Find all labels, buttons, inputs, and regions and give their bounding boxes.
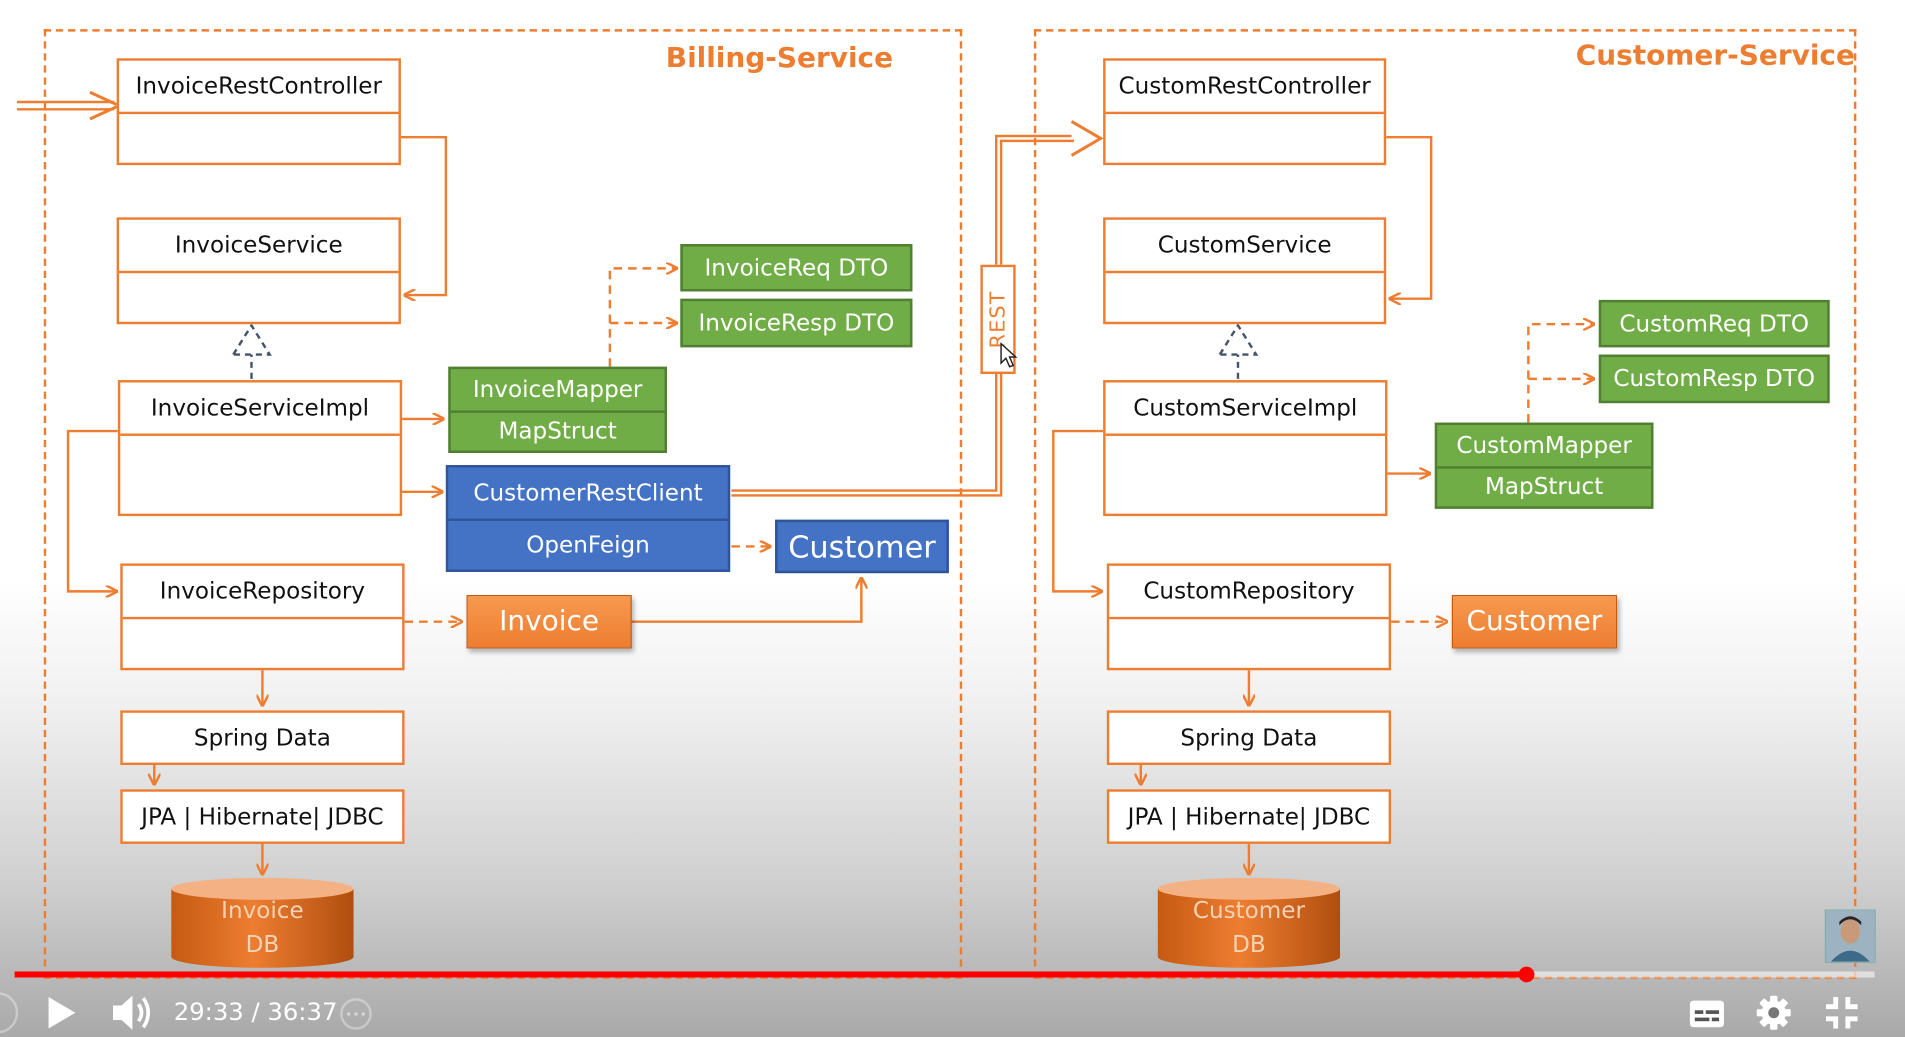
invoice-db-cylinder-icon [171,877,354,968]
custom-req-dto: CustomReq DTO [1598,299,1830,348]
video-progress-scrubber[interactable] [1518,966,1535,983]
custom-repository: CustomRepository [1106,563,1392,671]
invoice-db: Invoice DB [170,877,355,969]
invoice-db-label-2: DB [245,931,280,959]
invoice-service-impl-label: InvoiceServiceImpl [120,383,400,436]
billing-jpa-hibernate-jdbc: JPA | Hibernate| JDBC [120,789,405,844]
video-progress-bar[interactable] [14,966,1875,983]
customer-db: Customer DB [1157,877,1342,969]
customer-model: Customer [775,519,949,574]
customer-rest-client-label: CustomerRestClient [473,479,703,507]
invoice-rest-controller: InvoiceRestController [116,58,401,166]
custom-service-impl-label: CustomServiceImpl [1105,383,1385,436]
customer-service-frame [1033,29,1857,979]
invoice-entity: Invoice [466,595,632,649]
customer-db-cylinder-icon [1157,877,1341,968]
custom-mapper-label: CustomMapper [1456,431,1632,459]
custom-rest-controller-label: CustomRestController [1105,61,1384,115]
invoice-service: InvoiceService [116,217,401,325]
custom-mapper-mapstruct: MapStruct [1437,465,1652,507]
invoice-resp-dto: InvoiceResp DTO [680,298,913,348]
invoice-service-impl: InvoiceServiceImpl [117,380,403,517]
rest-label: REST [985,290,1011,349]
invoice-mapper: InvoiceMapper MapStruct [448,366,667,453]
custom-service-label: CustomService [1105,220,1384,274]
video-time-display: 29:33 / 36:37 [173,996,338,1027]
invoice-mapper-mapstruct: MapStruct [450,409,665,451]
customer-db-label-2: DB [1232,931,1266,959]
presenter-webcam-thumbnail [1824,909,1876,963]
customer-db-label-1: Customer [1192,897,1305,925]
previous-chapter-icon[interactable] [0,992,22,1034]
custom-service-impl: CustomServiceImpl [1103,380,1388,517]
invoice-rest-controller-label: InvoiceRestController [119,61,399,115]
billing-service-frame [43,29,963,979]
custom-rest-controller: CustomRestController [1103,58,1387,166]
custom-resp-dto: CustomResp DTO [1598,354,1830,404]
customer-entity: Customer [1451,595,1618,649]
invoice-service-label: InvoiceService [119,220,399,274]
billing-service-title: Billing-Service [665,42,894,75]
play-icon[interactable] [39,991,83,1035]
customer-spring-data: Spring Data [1106,710,1392,766]
settings-icon[interactable] [1754,993,1793,1032]
customer-rest-client-openfeign: OpenFeign [448,518,728,570]
volume-icon[interactable] [108,990,157,1036]
customer-jpa-hibernate-jdbc: JPA | Hibernate| JDBC [1106,789,1392,844]
chapters-icon[interactable] [335,998,376,1030]
invoice-db-label-1: Invoice [221,897,304,925]
mouse-cursor-icon [1000,342,1018,368]
custom-service: CustomService [1103,217,1387,325]
billing-spring-data: Spring Data [120,710,405,766]
customer-rest-client: CustomerRestClient OpenFeign [445,465,731,572]
invoice-repository-label: InvoiceRepository [122,566,403,620]
customer-service-title: Customer-Service [1575,40,1855,72]
invoice-mapper-label: InvoiceMapper [472,376,643,403]
custom-mapper: CustomMapper MapStruct [1434,422,1654,509]
invoice-repository: InvoiceRepository [120,563,405,671]
subtitles-icon[interactable] [1687,996,1726,1032]
custom-repository-label: CustomRepository [1109,566,1389,620]
video-progress-played [14,971,1526,978]
exit-fullscreen-icon[interactable] [1822,993,1861,1032]
invoice-req-dto: InvoiceReq DTO [680,244,913,292]
